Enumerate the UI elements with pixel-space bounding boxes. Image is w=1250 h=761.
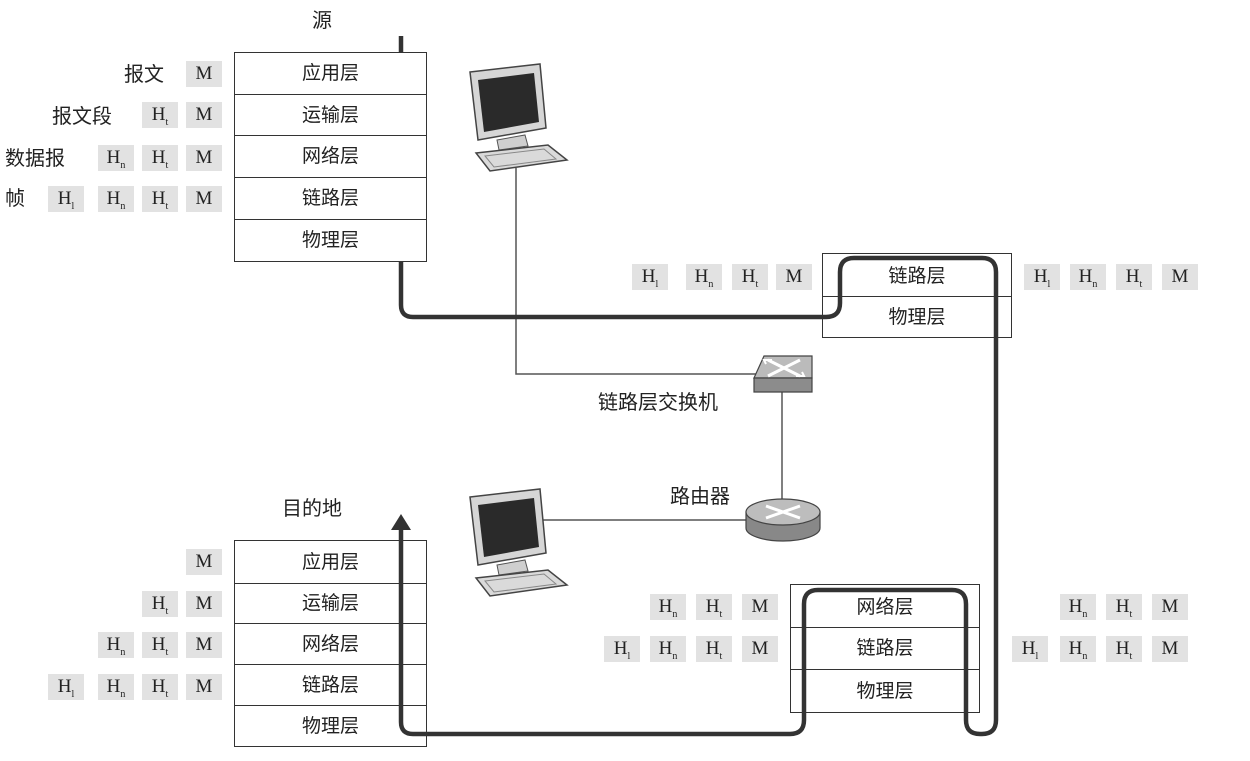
switch-label: 链路层交换机 (598, 390, 718, 414)
link-computer-switch (515, 168, 756, 375)
header-m: M (186, 145, 222, 171)
destination-application-layer: 应用层 (301, 551, 359, 573)
header-ht: Ht (1106, 594, 1142, 620)
header-m: M (186, 549, 222, 575)
header-ht: Ht (1106, 636, 1142, 662)
header-ht: Ht (142, 186, 178, 212)
header-ht: Ht (142, 632, 178, 658)
header-m: M (186, 186, 222, 212)
header-hn: Hn (1060, 636, 1096, 662)
header-hl: Hl (48, 186, 84, 212)
header-hl: Hl (632, 264, 668, 290)
router-network-layer: 网络层 (856, 596, 914, 618)
source-protocol-stack: 应用层 运输层 网络层 链路层 物理层 (234, 52, 427, 262)
destination-protocol-stack: 应用层 运输层 网络层 链路层 物理层 (234, 540, 427, 747)
header-m: M (186, 674, 222, 700)
header-m: M (742, 594, 778, 620)
header-hn: Hn (98, 186, 134, 212)
message-label: 报文 (124, 62, 164, 86)
header-hn: Hn (686, 264, 722, 290)
computer-icon (469, 488, 569, 597)
router-link-layer: 链路层 (791, 627, 979, 669)
header-ht: Ht (142, 145, 178, 171)
segment-label: 报文段 (52, 104, 112, 128)
source-network-layer: 网络层 (235, 135, 426, 177)
destination-transport-layer: 运输层 (235, 583, 426, 623)
header-ht: Ht (732, 264, 768, 290)
switch-physical-layer: 物理层 (823, 296, 1011, 337)
destination-physical-layer: 物理层 (235, 705, 426, 746)
destination-network-layer: 网络层 (235, 623, 426, 664)
router-protocol-stack: 网络层 链路层 物理层 (790, 584, 980, 713)
switch-icon (753, 355, 813, 393)
frame-label: 帧 (5, 186, 25, 210)
header-hn: Hn (1070, 264, 1106, 290)
data-flow-path (398, 36, 999, 737)
header-ht: Ht (142, 674, 178, 700)
header-ht: Ht (696, 594, 732, 620)
header-m: M (1152, 594, 1188, 620)
destination-title: 目的地 (282, 496, 342, 520)
header-m: M (1152, 636, 1188, 662)
switch-protocol-stack: 链路层 物理层 (822, 253, 1012, 338)
header-hn: Hn (650, 636, 686, 662)
header-hn: Hn (98, 145, 134, 171)
destination-arrow-icon (391, 514, 411, 530)
header-hn: Hn (98, 632, 134, 658)
header-m: M (776, 264, 812, 290)
header-hl: Hl (48, 674, 84, 700)
source-transport-layer: 运输层 (235, 94, 426, 135)
header-ht: Ht (142, 102, 178, 128)
header-hn: Hn (1060, 594, 1096, 620)
switch-link-layer: 链路层 (888, 265, 946, 287)
header-m: M (1162, 264, 1198, 290)
header-ht: Ht (142, 591, 178, 617)
source-application-layer: 应用层 (301, 62, 359, 84)
header-hl: Hl (1024, 264, 1060, 290)
source-title: 源 (312, 8, 332, 32)
source-physical-layer: 物理层 (235, 219, 426, 261)
header-m: M (742, 636, 778, 662)
source-link-layer: 链路层 (235, 177, 426, 219)
router-physical-layer: 物理层 (791, 669, 979, 712)
header-ht: Ht (696, 636, 732, 662)
computer-icon (469, 63, 569, 172)
header-ht: Ht (1116, 264, 1152, 290)
header-hl: Hl (604, 636, 640, 662)
header-m: M (186, 632, 222, 658)
destination-link-layer: 链路层 (235, 664, 426, 705)
router-icon (745, 498, 821, 542)
header-m: M (186, 102, 222, 128)
datagram-label: 数据报 (5, 146, 65, 170)
router-label: 路由器 (670, 484, 730, 508)
header-hl: Hl (1012, 636, 1048, 662)
header-hn: Hn (98, 674, 134, 700)
header-m: M (186, 591, 222, 617)
header-m: M (186, 61, 222, 87)
header-hn: Hn (650, 594, 686, 620)
network-links (515, 168, 783, 521)
